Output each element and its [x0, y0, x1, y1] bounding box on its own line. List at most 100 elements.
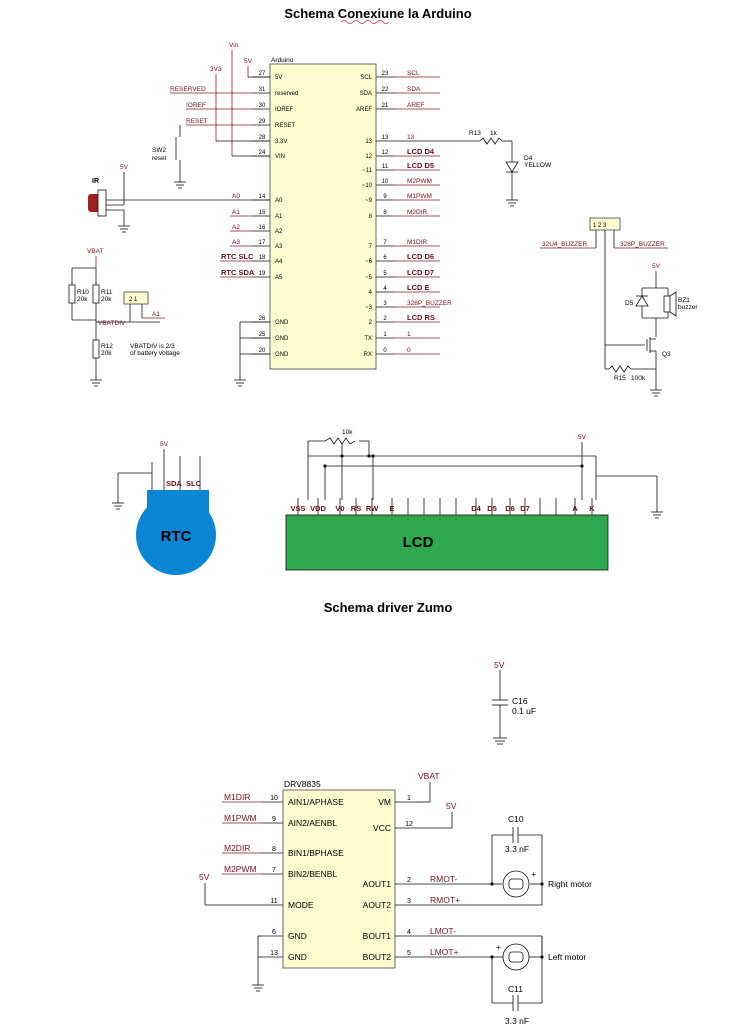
junction-pot [367, 454, 371, 458]
d5-name: D5 [625, 300, 634, 307]
arduino-right-pins: 23SCLSCL22SDASDA21AREFAREF1313131212LCD … [356, 70, 452, 358]
arduino-pin-number: 16 [259, 225, 266, 231]
spellcheck-underline [340, 20, 390, 24]
arduino-pin-number: 1 [383, 332, 387, 338]
arduino-pin-name: ~10 [362, 183, 373, 189]
junction-rmot-plus [540, 882, 544, 886]
arduino-pin-name: SDA [360, 91, 372, 97]
arduino-net-label: 13 [407, 134, 415, 141]
arduino-pin-number: 24 [259, 150, 266, 156]
drv-pin-number: 2 [407, 877, 411, 884]
arduino-pin-number: 30 [259, 103, 266, 109]
lcd-pin-label: A [572, 504, 578, 513]
sw2-label: reset [152, 155, 167, 162]
drv-pin-name: VM [378, 797, 391, 807]
arduino-pin-name: A0 [275, 198, 283, 204]
sw2-name: SW2 [152, 147, 166, 154]
bz1-buzzer [663, 295, 671, 313]
net-a0: A0 [232, 193, 240, 200]
left-motor-label: Left motor [548, 952, 586, 962]
drv-pin-number: 4 [407, 929, 411, 936]
bz1-name: BZ1 [678, 297, 690, 304]
arduino-pin-number: 11 [382, 164, 389, 170]
lcd-pin-label: D4 [471, 504, 481, 513]
drv8835-ic-body [282, 789, 396, 969]
net-rtc-slc: RTC SLC [221, 252, 254, 261]
arduino-pin-name: GND [275, 336, 289, 342]
junction-lmot-plus [490, 955, 494, 959]
arduino-pin-name: A3 [275, 244, 283, 250]
lcd-pin-label: VSS [290, 504, 305, 513]
arduino-pin-name: 8 [369, 214, 373, 220]
drv-pin-name: BOUT2 [363, 952, 392, 962]
net-32u4-buzzer: 32U4_BUZZER [542, 241, 587, 248]
lcd-pot [324, 437, 356, 445]
r10-value: 20k [77, 296, 88, 303]
junction-a [580, 464, 584, 468]
c10-value: 3.3 nF [505, 844, 529, 854]
drv-pin-number: 11 [270, 898, 277, 905]
r15-name: R15 [614, 375, 626, 382]
r12-resistor [92, 339, 100, 359]
arduino-net-label: LCD E [407, 283, 430, 292]
vbat-note-1: VBATDIV is 2/3 [130, 343, 175, 350]
net-reset: RESET [186, 118, 208, 125]
net-5v-arduino: 5V [244, 58, 253, 65]
vbat-jumper-pins: 2 1 [129, 297, 138, 303]
arduino-pin-name: 3.3V [275, 139, 287, 145]
drv-net-label: LMOT- [430, 926, 456, 936]
right-motor-body [508, 878, 524, 890]
net-328p-buzzer: 328P_BUZZER [620, 241, 665, 248]
drv-net-label: LMOT+ [430, 947, 459, 957]
rtc-sda: SDA [166, 479, 182, 488]
drv-pin-number: 12 [405, 821, 413, 828]
r11-resistor [92, 284, 100, 304]
r11-value: 20k [101, 296, 112, 303]
drv-pin-number: 1 [407, 795, 411, 802]
drv-pin-number: 13 [270, 950, 278, 957]
arduino-pin-number: 23 [382, 71, 389, 77]
c10-name: C10 [508, 814, 524, 824]
arduino-net-label: M2DIR [407, 209, 428, 216]
arduino-net-label: 328P_BUZZER [407, 300, 452, 307]
net-vbat: VBAT [87, 248, 104, 255]
arduino-pin-number: 29 [259, 119, 266, 125]
net-vin: Vin [229, 42, 239, 49]
arduino-net-label: 0 [407, 347, 411, 354]
arduino-pin-name: 7 [369, 244, 373, 250]
arduino-pin-name: 5V [275, 75, 282, 81]
arduino-net-label: M1DIR [407, 239, 428, 246]
junction-v0 [340, 454, 344, 458]
arduino-net-label: LCD D5 [407, 161, 434, 170]
r15-resistor [605, 365, 656, 373]
arduino-pin-name: TX [364, 336, 372, 342]
r13-resistor [479, 137, 503, 145]
q3-name: Q3 [662, 351, 671, 358]
r12-value: 20k [101, 350, 112, 357]
bz1-value: buzzer [678, 304, 698, 311]
lcd-pin-label: RS [351, 504, 361, 513]
lcd-pin-label: D5 [487, 504, 497, 513]
arduino-pin-number: 6 [383, 255, 387, 261]
arduino-pin-name: A2 [275, 229, 283, 235]
r15-value: 100k [631, 375, 646, 382]
arduino-pin-name: reserved [275, 91, 298, 97]
arduino-pin-name: A5 [275, 275, 283, 281]
arduino-pin-name: SCL [360, 75, 372, 81]
rtc-slc: SLC [186, 479, 202, 488]
c11-value: 3.3 nF [505, 1016, 529, 1026]
arduino-net-label: LCD RS [407, 313, 435, 322]
r10-name: R10 [77, 289, 89, 296]
arduino-pin-number: 27 [259, 71, 266, 77]
arduino-pin-number: 31 [259, 87, 266, 93]
drv-net-label: RMOT+ [430, 895, 460, 905]
arduino-pin-number: 17 [259, 240, 266, 246]
net-rtc-sda: RTC SDA [221, 268, 255, 277]
lcd-pin-label: E [389, 504, 394, 513]
vbat-jumper [123, 291, 149, 305]
drv-pin-name: BIN2/BENBL [288, 869, 337, 879]
rtc-label: RTC [161, 528, 192, 545]
